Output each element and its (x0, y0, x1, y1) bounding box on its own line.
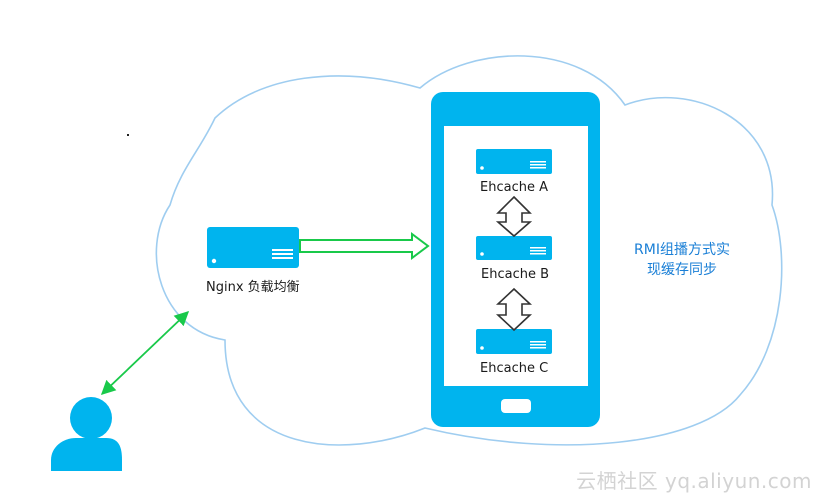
sync-arrow-bc-icon (495, 287, 533, 332)
ehcache-b-label: Ehcache B (481, 267, 550, 282)
sync-arrow-ab-icon (495, 195, 533, 238)
cloud-shape (155, 55, 783, 446)
sync-note-line-1: RMI组播方式实 (634, 242, 730, 258)
ehcache-a-server-icon (476, 149, 552, 174)
stray-dot (127, 134, 129, 136)
ehcache-c-label: Ehcache C (480, 361, 549, 376)
sync-note-line-2: 现缓存同步 (647, 262, 717, 278)
sync-note: RMI组播方式实 现缓存同步 (622, 240, 742, 280)
watermark: 云栖社区 yq.aliyun.com (576, 469, 812, 493)
forward-arrow-icon (299, 232, 430, 260)
ehcache-b-server-icon (476, 236, 552, 260)
user-link-arrow (100, 311, 190, 395)
ehcache-a-label: Ehcache A (480, 180, 548, 195)
user-icon (51, 397, 122, 471)
nginx-server-icon (207, 227, 299, 268)
nginx-label: Nginx 负载均衡 (206, 280, 300, 295)
ehcache-c-server-icon (476, 329, 552, 354)
